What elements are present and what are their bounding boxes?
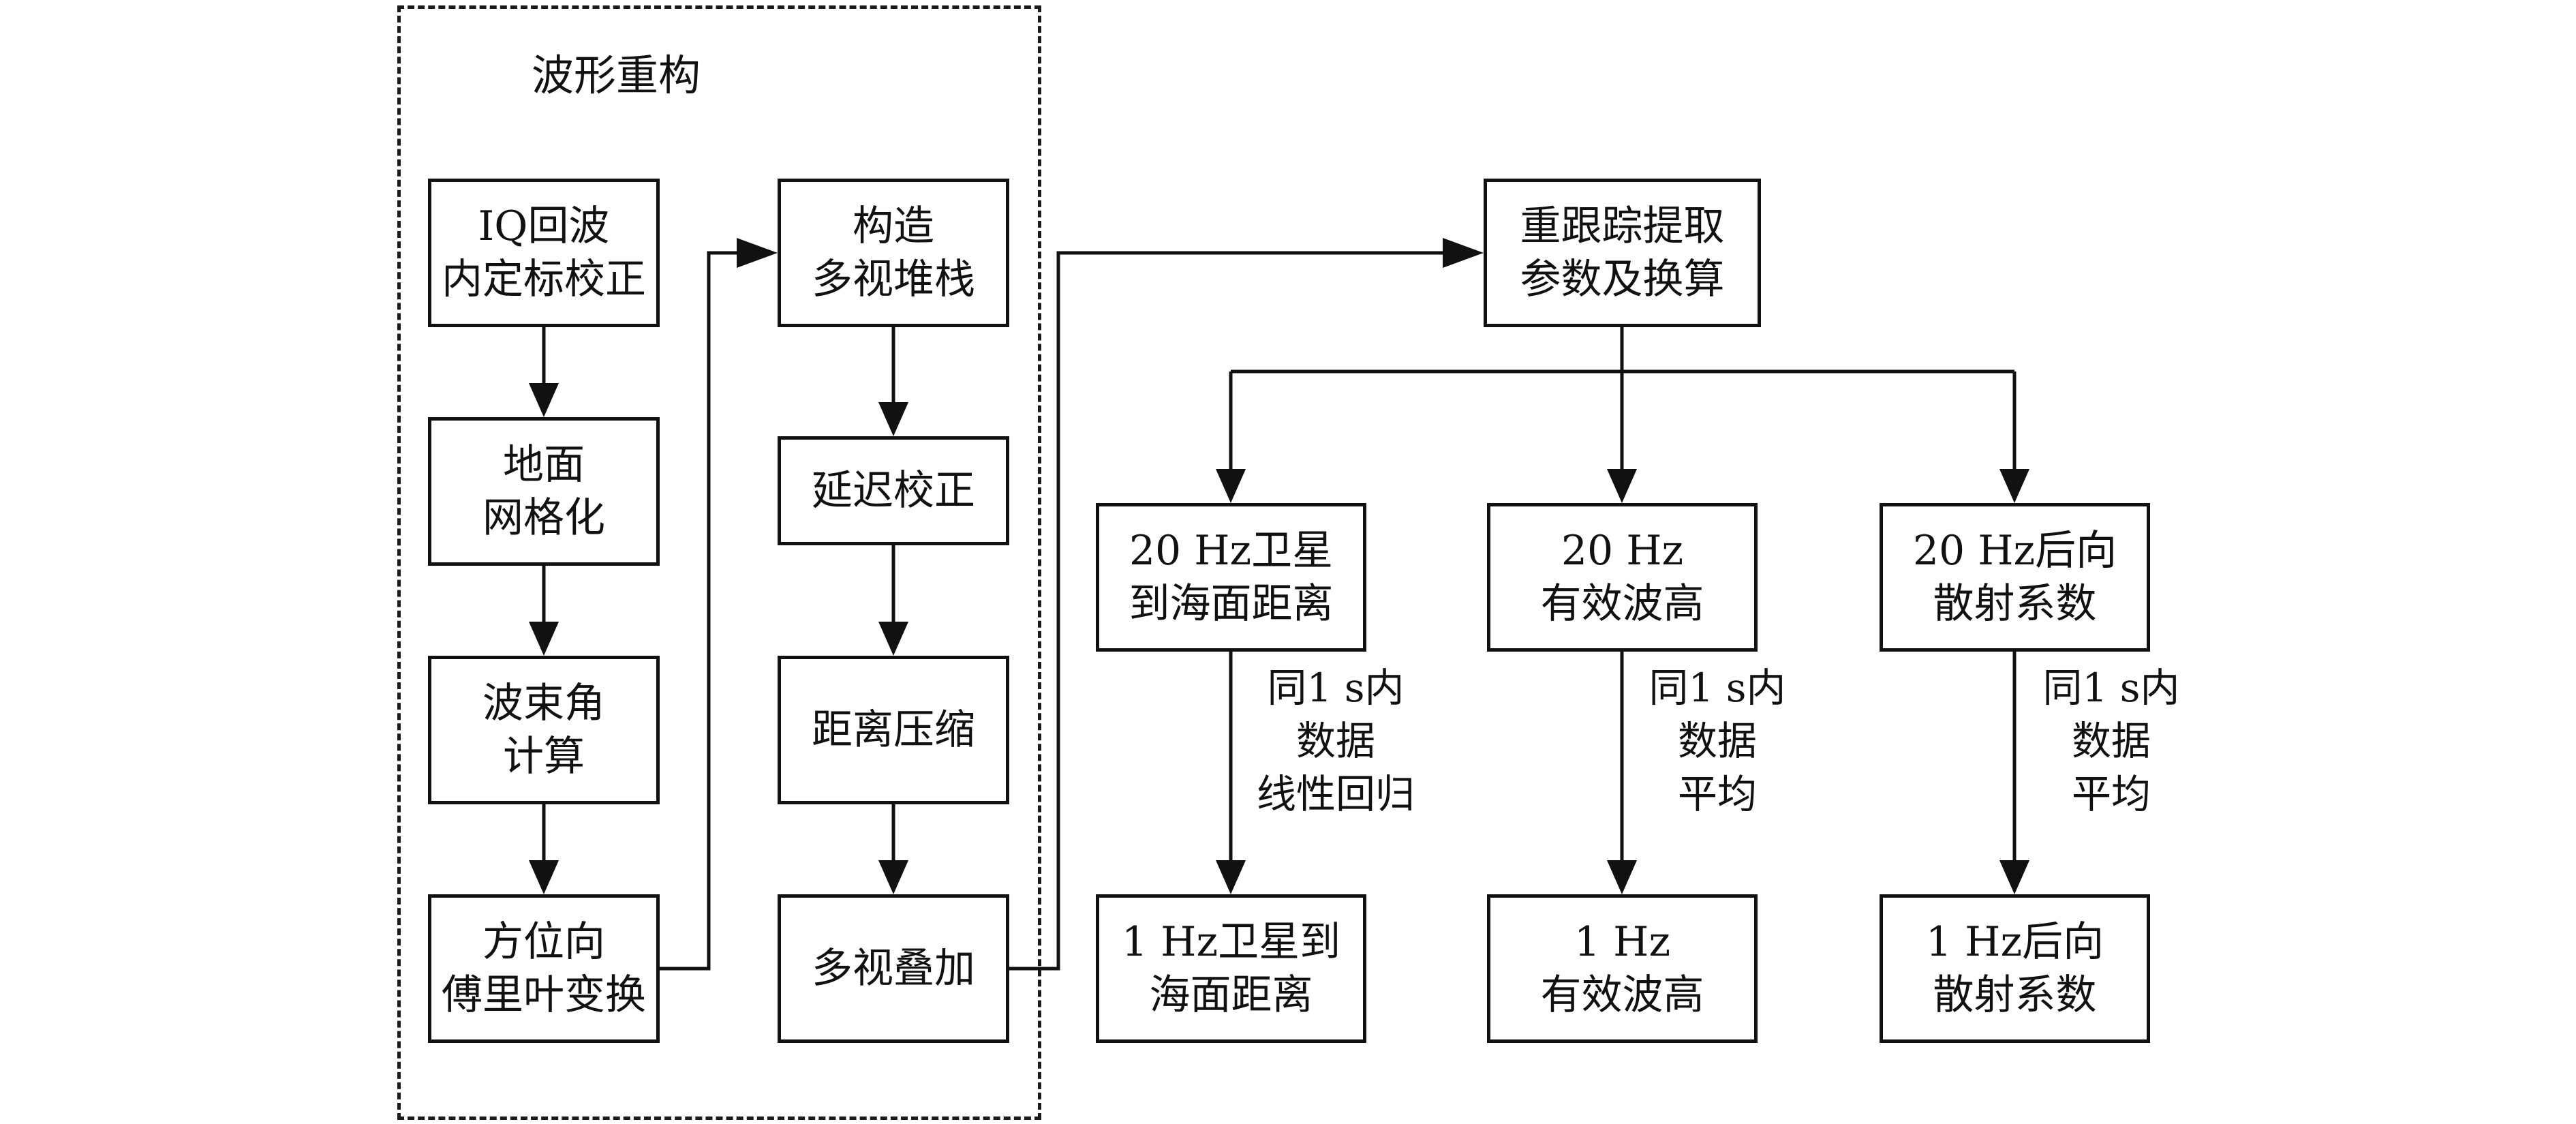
azimuth-fft-box: 方位向 傅里叶变换 <box>428 894 660 1043</box>
beam-angle-box: 波束角 计算 <box>428 656 660 804</box>
box-line: 延迟校正 <box>812 467 975 515</box>
box-line: 傅里叶变换 <box>442 971 646 1019</box>
box-line: 波束角 <box>482 680 605 727</box>
arrowhead <box>1216 469 1246 503</box>
arrowhead <box>1216 860 1246 894</box>
box-line: 20 Hz后向 <box>1912 527 2117 575</box>
arrowhead <box>878 402 908 436</box>
arrowhead <box>737 238 778 268</box>
edge-label-line: 线性回归 <box>1256 771 1415 817</box>
arrowhead <box>1443 238 1484 268</box>
swh-1hz-box: 1 Hz 有效波高 <box>1487 894 1758 1043</box>
arrowhead <box>529 622 559 656</box>
box-line: 1 Hz卫星到 <box>1121 918 1341 966</box>
ground-gridding-box: 地面 网格化 <box>428 417 660 566</box>
edge-label-line: 同1 s内 <box>1649 665 1786 711</box>
box-line: 方位向 <box>482 918 605 966</box>
arrow-azimuth-to-stack <box>660 251 743 971</box>
arrowhead <box>878 622 908 656</box>
arrowhead <box>1999 860 2029 894</box>
sigma0-1hz-box: 1 Hz后向 散射系数 <box>1880 894 2150 1043</box>
multilook-stack-box: 构造 多视堆栈 <box>778 179 1009 327</box>
group-title: 波形重构 <box>532 50 701 100</box>
delay-correction-box: 延迟校正 <box>778 436 1009 545</box>
range-edge-label: 同1 s内 数据 线性回归 <box>1240 661 1431 821</box>
box-line: 散射系数 <box>1933 971 2097 1019</box>
range-20hz-box: 20 Hz卫星 到海面距离 <box>1096 503 1366 652</box>
box-line: 地面 <box>503 441 585 489</box>
box-line: 海面距离 <box>1149 971 1313 1019</box>
retracking-box: 重跟踪提取 参数及换算 <box>1484 179 1761 327</box>
edge-label-line: 平均 <box>2071 771 2151 817</box>
box-line: 内定标校正 <box>442 256 646 303</box>
swh-20hz-box: 20 Hz 有效波高 <box>1487 503 1758 652</box>
multilook-sum-box: 多视叠加 <box>778 894 1009 1043</box>
box-line: 散射系数 <box>1933 580 2097 628</box>
box-line: 参数及换算 <box>1520 256 1725 303</box>
arrow-sum-to-retracking <box>1009 251 1450 971</box>
sigma0-20hz-box: 20 Hz后向 散射系数 <box>1880 503 2150 652</box>
waveform-reconstruction-group <box>397 5 1041 1120</box>
box-line: IQ回波 <box>478 202 610 250</box>
edge-label-line: 数据 <box>2071 718 2151 764</box>
edge-label-line: 同1 s内 <box>1267 665 1405 711</box>
edge-label-line: 数据 <box>1677 718 1757 764</box>
box-line: 重跟踪提取 <box>1520 202 1725 250</box>
arrowhead <box>1607 469 1637 503</box>
box-line: 有效波高 <box>1540 580 1704 628</box>
box-line: 计算 <box>503 733 585 780</box>
box-line: 构造 <box>853 202 934 250</box>
box-line: 网格化 <box>482 494 605 542</box>
box-line: 到海面距离 <box>1129 580 1334 628</box>
box-line: 有效波高 <box>1540 971 1704 1019</box>
box-line: 20 Hz卫星 <box>1129 527 1334 575</box>
box-line: 多视堆栈 <box>812 256 975 303</box>
arrowhead <box>1607 860 1637 894</box>
box-line: 20 Hz <box>1561 527 1684 575</box>
box-line: 距离压缩 <box>812 706 975 754</box>
box-line: 1 Hz <box>1574 918 1671 966</box>
arrowhead <box>529 383 559 417</box>
swh-edge-label: 同1 s内 数据 平均 <box>1636 661 1799 821</box>
sigma0-edge-label: 同1 s内 数据 平均 <box>2029 661 2193 821</box>
arrowhead <box>1999 469 2029 503</box>
range-1hz-box: 1 Hz卫星到 海面距离 <box>1096 894 1366 1043</box>
box-line: 多视叠加 <box>812 945 975 992</box>
edge-label-line: 同1 s内 <box>2042 665 2180 711</box>
iq-calibration-box: IQ回波 内定标校正 <box>428 179 660 327</box>
box-line: 1 Hz后向 <box>1925 918 2104 966</box>
arrowhead <box>878 860 908 894</box>
arrowhead <box>529 860 559 894</box>
range-compression-box: 距离压缩 <box>778 656 1009 804</box>
edge-label-line: 数据 <box>1295 718 1375 764</box>
edge-label-line: 平均 <box>1677 771 1757 817</box>
